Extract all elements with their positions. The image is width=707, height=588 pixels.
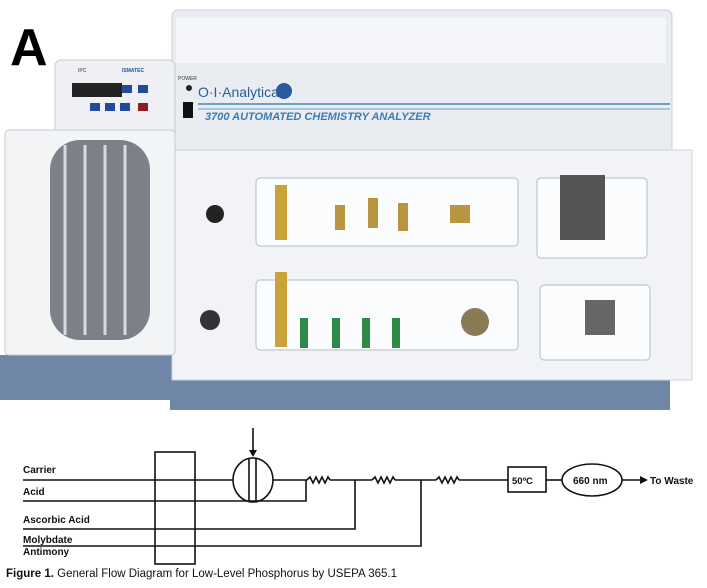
- caption-prefix: Figure 1.: [6, 568, 54, 580]
- input-label-antimony: Antimony: [23, 547, 70, 558]
- detector: [561, 463, 623, 497]
- pump-display: [72, 83, 122, 97]
- input-label-carrier: Carrier: [23, 465, 56, 476]
- panel-label: A: [10, 19, 48, 77]
- pump-label: IPC: [78, 68, 87, 74]
- figure-caption: Figure 1. General Flow Diagram for Low-L…: [6, 568, 397, 580]
- outlet-label: To Waste: [650, 476, 694, 487]
- brand-logo: O·I·Analytical: [198, 84, 282, 100]
- caption-text: General Flow Diagram for Low-Level Phosp…: [53, 568, 397, 580]
- pump-brand: ISMATEC: [122, 68, 145, 74]
- analyzer-photo: O·I·Analytical 3700 AUTOMATED CHEMISTRY …: [0, 9, 693, 410]
- input-label-acid: Acid: [23, 487, 45, 498]
- injection-valve: [232, 457, 274, 503]
- brand-globe-icon: [276, 83, 292, 99]
- flow-diagram: Carrier Acid Ascorbic Acid Molybdate Ant…: [23, 428, 694, 565]
- input-label-ascorbic-acid: Ascorbic Acid: [23, 515, 90, 526]
- sample-arrow-icon: [249, 450, 257, 457]
- pump-box: [154, 451, 196, 565]
- power-indicator: [186, 85, 192, 91]
- heater-label: 50ºC: [512, 476, 533, 487]
- power-label: POWER: [178, 76, 197, 82]
- mixing-coil-3: [435, 475, 460, 485]
- model-label: 3700 AUTOMATED CHEMISTRY ANALYZER: [205, 111, 431, 123]
- outlet-arrow-icon: [640, 476, 648, 484]
- mixing-coil-2: [371, 475, 396, 485]
- mixing-coil-1: [306, 475, 331, 485]
- power-switch[interactable]: [183, 102, 193, 118]
- input-label-molybdate: Molybdate: [23, 535, 73, 546]
- heater-box: [507, 466, 547, 493]
- detector-label: 660 nm: [573, 476, 608, 487]
